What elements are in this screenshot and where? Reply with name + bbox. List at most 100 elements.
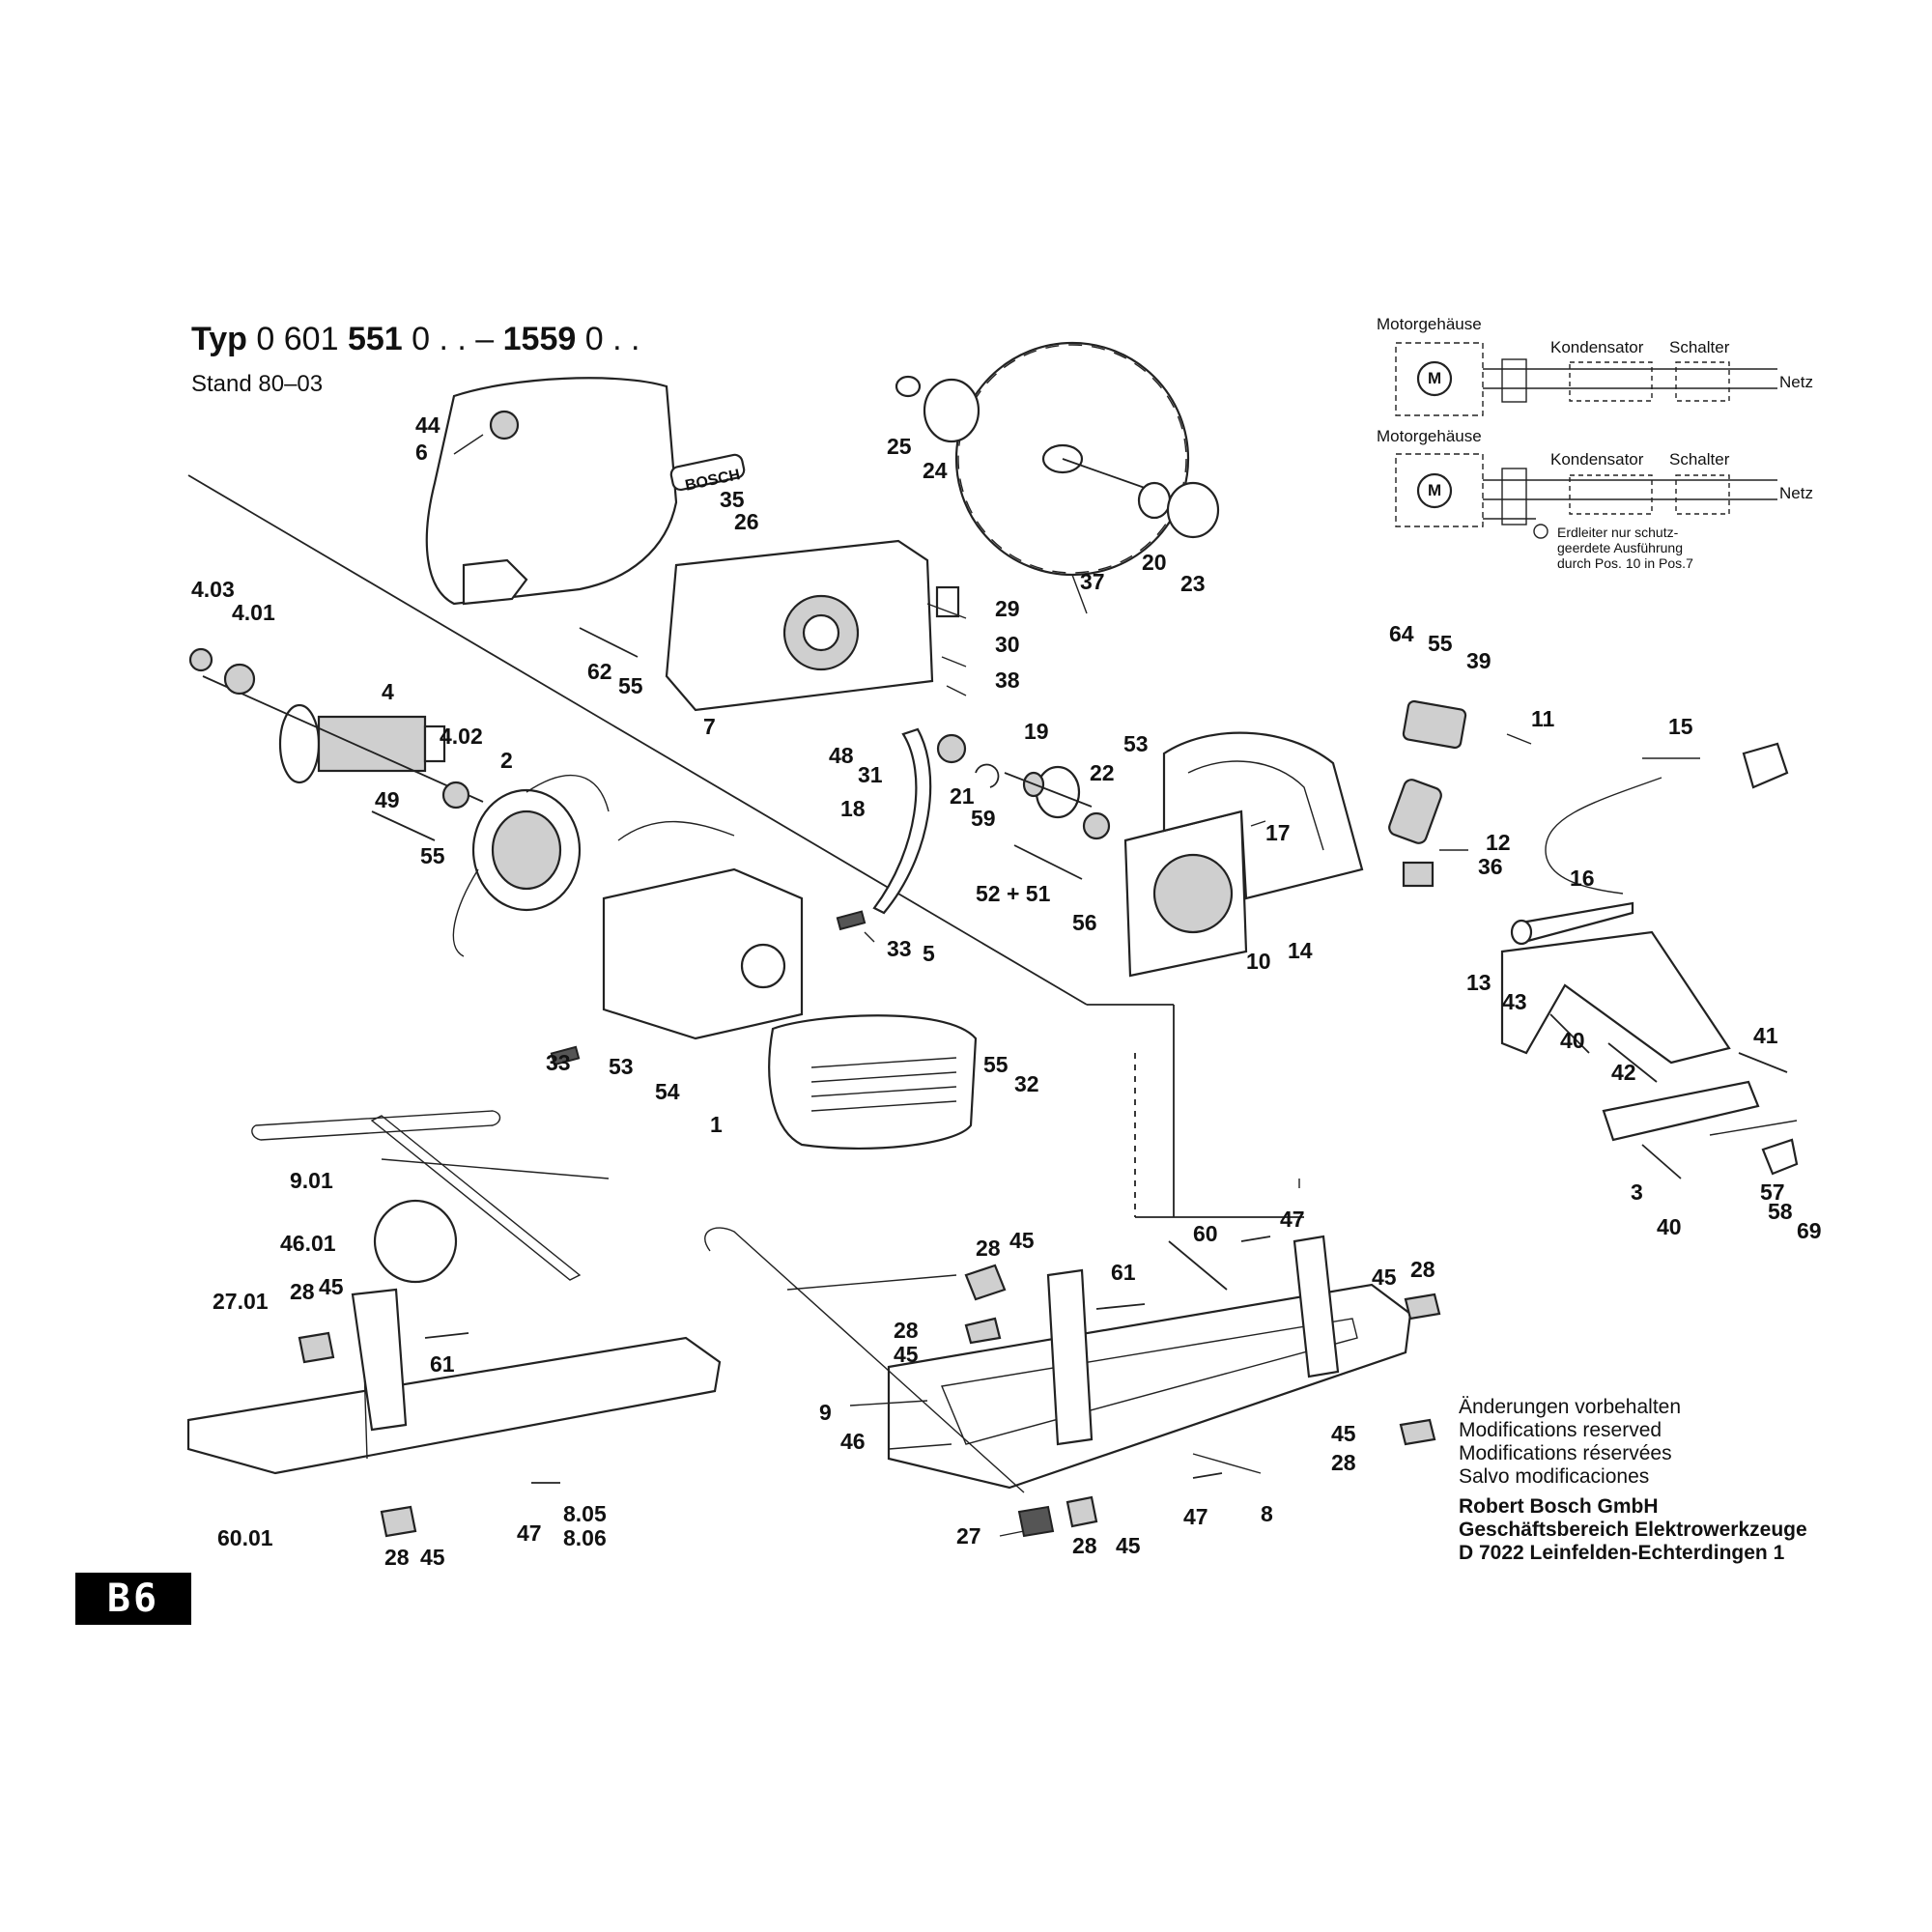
screw-40b [1641, 1144, 1682, 1179]
callout-label: 28 [384, 1545, 410, 1570]
screw-62 [579, 627, 639, 658]
revision-stand: Stand 80–03 [191, 371, 324, 397]
clamping-nut [1166, 481, 1220, 539]
callout-label: 22 [1090, 760, 1115, 785]
guide-bar-9-side [786, 1274, 957, 1291]
motor-housing-cable [617, 820, 735, 841]
callout-label: 28 [290, 1279, 315, 1304]
assembly-axis-line [187, 474, 1088, 1006]
bearing-4-01 [223, 663, 256, 696]
locking-plate [1761, 1138, 1799, 1176]
adjust-rod [1709, 1120, 1798, 1136]
bearing-4-03 [188, 647, 213, 672]
company-location: D 7022 Leinfelden-Echterdingen 1 [1459, 1542, 1785, 1564]
callout-label: 27 [956, 1523, 981, 1548]
angle-bracket-rear [1293, 1235, 1340, 1378]
callout-label: 47 [1183, 1504, 1208, 1529]
callout-label: 28 [1410, 1257, 1435, 1282]
callout-label: 39 [1466, 648, 1492, 673]
type-word: Typ [191, 321, 247, 357]
callout-label: 64 [1389, 621, 1414, 646]
callout-label: 56 [1072, 910, 1097, 935]
carbon-brush-upper [836, 910, 867, 931]
callout-label: 28 [894, 1318, 919, 1343]
motor-symbol-1: M [1428, 369, 1442, 387]
angle-bracket [1046, 1268, 1094, 1446]
callout-label: 16 [1570, 866, 1595, 891]
callout-label: 62 [587, 659, 612, 684]
callout-label: 60.01 [217, 1525, 273, 1550]
callout-label: 47 [1280, 1207, 1305, 1232]
callout-label: 2 [500, 748, 513, 773]
callout-label: 55 [420, 843, 445, 868]
cable-sleeve-end [1510, 919, 1533, 946]
field-coil [452, 774, 610, 957]
drive-gear [1004, 765, 1093, 819]
callout-label: 7 [703, 714, 716, 739]
guard-notch [462, 558, 528, 606]
callout-label: 10 [1246, 949, 1271, 974]
callout-label: 29 [995, 596, 1020, 621]
company-name: Robert Bosch GmbH [1459, 1495, 1659, 1518]
callout-label: 44 [415, 412, 440, 438]
callout-label: 58 [1768, 1199, 1793, 1224]
callout-label: 4.03 [191, 577, 235, 602]
motor-end-cap [768, 1014, 978, 1151]
note-spanish: Salvo modificaciones [1459, 1465, 1650, 1488]
callout-label: 53 [1123, 731, 1149, 756]
callout-label: 55 [618, 673, 643, 698]
callout-label: 46 [840, 1429, 866, 1454]
motor-housing [602, 867, 804, 1040]
leader-lines [381, 434, 1700, 1537]
screw-41 [1738, 1052, 1788, 1073]
rip-fence [251, 1110, 582, 1281]
screw-60 [1168, 1240, 1228, 1291]
callout-label: 38 [995, 668, 1020, 693]
callout-label: 9.01 [290, 1168, 333, 1193]
callout-label: 18 [840, 796, 866, 821]
handle-frame-17 [1162, 731, 1364, 900]
screw-52-51 [1013, 844, 1083, 880]
callout-labels: 44635262524372023293038625574.034.0144.0… [191, 412, 1822, 1570]
callout-label: 4.02 [440, 724, 483, 749]
handle-frame-inner [1187, 760, 1324, 851]
type-mid: 0 . . – [412, 321, 495, 357]
callout-label: 21 [950, 783, 975, 809]
callout-label: 23 [1180, 571, 1206, 596]
wiring-switch-1: Schalter [1669, 338, 1730, 356]
screw-47b [1192, 1472, 1223, 1479]
callout-label: 31 [858, 762, 883, 787]
callout-label: 61 [430, 1351, 455, 1377]
callout-label: 43 [1502, 989, 1527, 1014]
wiring-motor-housing-2: Motorgehäuse [1377, 427, 1482, 445]
wiring-schematic-2 [1395, 453, 1777, 539]
carbon-brush-lower [550, 1045, 581, 1066]
brand-plate [669, 453, 746, 492]
retracting-lever [872, 727, 932, 915]
callout-label: 12 [1486, 830, 1511, 855]
callout-label: 26 [734, 509, 759, 534]
power-plug [1742, 742, 1789, 789]
small-washer [895, 375, 922, 398]
callout-label: 4.01 [232, 600, 275, 625]
callout-label: 19 [1024, 719, 1049, 744]
bearing-21 [936, 733, 967, 764]
callout-label: 15 [1668, 714, 1693, 739]
circlip-59 [975, 763, 1000, 788]
wiring-capacitor-2: Kondensator [1550, 450, 1644, 469]
guide-bar-9 [704, 1227, 1025, 1493]
callout-label: 35 [720, 487, 745, 512]
type-suffix: 0 . . [584, 321, 640, 357]
callout-label: 13 [1466, 970, 1492, 995]
wing-knob-28b [964, 1317, 1002, 1345]
callout-label: 47 [517, 1520, 542, 1546]
blade-washer [923, 378, 980, 443]
callout-label: 45 [1372, 1264, 1397, 1290]
callout-label: 24 [923, 458, 948, 483]
motor-symbol-2: M [1428, 481, 1442, 499]
handle-base [1602, 1080, 1760, 1142]
cover-bore-inner [802, 613, 840, 652]
callout-label: 45 [319, 1274, 344, 1299]
wiring-switch-2: Schalter [1669, 450, 1730, 469]
